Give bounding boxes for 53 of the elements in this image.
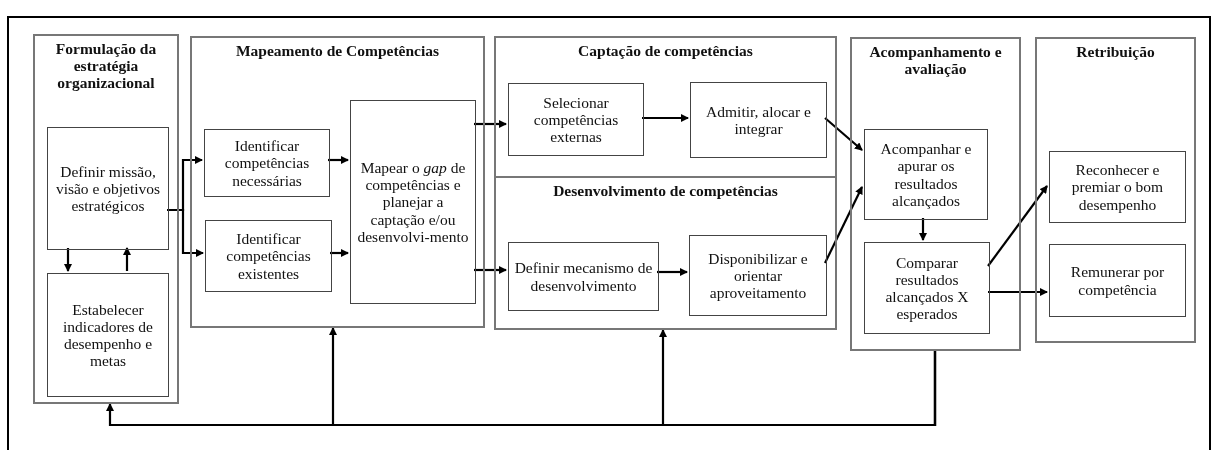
process-box [47, 127, 169, 250]
process-box [864, 129, 988, 220]
process-box [1049, 151, 1186, 223]
process-box [508, 242, 659, 311]
step-text: Disponibilizar e orientar aproveitamento [707, 248, 809, 303]
process-box [204, 129, 330, 197]
process-box [47, 273, 169, 397]
stage-heading: Mapeamento de Competências [234, 42, 441, 60]
step-text: Reconhecer e premiar o bom desempenho [1070, 160, 1165, 214]
stage-panel [33, 34, 179, 404]
step-text: Estabelecer indicadores de desempenho e metas [62, 299, 154, 371]
arrow [988, 288, 1048, 296]
step-text: Acompanhar e apurar os resultados alcançados [879, 139, 973, 210]
stage-heading: Retribuição [1075, 43, 1156, 61]
arrow [919, 218, 927, 241]
stage-heading: Acompanhamento e avaliação [868, 43, 1003, 78]
step-text: Identificar competências necessárias [223, 136, 311, 190]
step-text: Remunerar por competência [1069, 262, 1166, 299]
arrow [659, 329, 937, 427]
arrow [330, 249, 349, 257]
stage-heading: Desenvolvimento de competências [552, 182, 779, 200]
step-text: Definir mecanismo de desenvolvimento [513, 258, 654, 295]
arrow [824, 117, 863, 151]
arrow [167, 208, 204, 257]
process-box [508, 83, 644, 156]
process-box [689, 235, 827, 316]
arrow [123, 247, 131, 271]
process-box [205, 220, 332, 292]
stage-panel [190, 36, 485, 328]
arrow [642, 114, 689, 122]
arrow [474, 120, 507, 128]
stage-heading: Captação de competências [577, 42, 754, 60]
stage-panel [494, 36, 837, 178]
stage-panel [494, 176, 837, 330]
stage-heading: Formulação da estratégia organizacional [54, 40, 158, 92]
step-text: Comparar resultados alcançados X esperados [884, 252, 970, 324]
step-text: Identificar competências existentes [225, 229, 312, 283]
step-text: Mapear o gap de competências e planejar a captação e/ou desenvolvi-mento [356, 158, 470, 246]
step-text: Admitir, alocar e integrar [705, 101, 812, 139]
process-box [864, 242, 990, 334]
arrow [64, 248, 72, 272]
step-text: Selecionar competências externas [532, 92, 620, 147]
stage-panel [1035, 37, 1196, 343]
stage-panel [850, 37, 1021, 351]
arrow [987, 185, 1048, 267]
process-box [690, 82, 827, 158]
process-box [350, 100, 476, 304]
step-text: Definir missão, visão e objetivos estratégicos [54, 161, 162, 216]
process-box [1049, 244, 1186, 317]
arrow [474, 266, 507, 274]
arrow [328, 156, 349, 164]
arrow [657, 268, 688, 276]
arrow [824, 186, 863, 264]
